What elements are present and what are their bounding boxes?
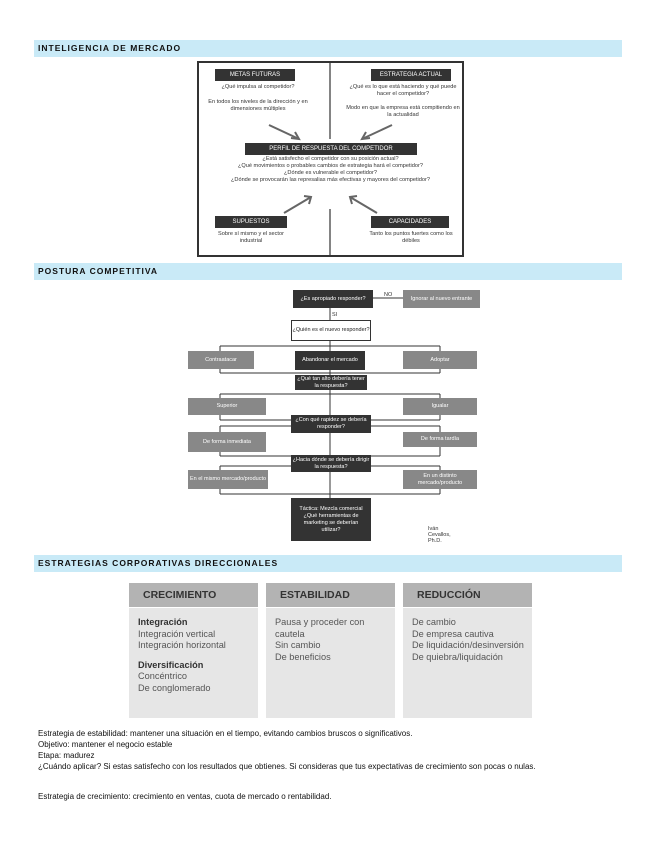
flow-equal: Igualar: [403, 398, 477, 415]
flow-label-si: SI: [332, 312, 338, 318]
capabilities-description: Tanto los puntos fuertes como los débile…: [369, 231, 453, 244]
capabilities-label: CAPACIDADES: [371, 216, 449, 228]
reduction-item: De empresa cautiva: [412, 628, 494, 639]
reduction-column: REDUCCIÓN De cambio De empresa cautiva D…: [403, 583, 532, 718]
profile-question-4: ¿Dónde se provocarán las represalias más…: [231, 177, 430, 183]
stability-body: Pausa y proceder con cautela Sin cambio …: [266, 608, 395, 718]
section-title-competitive-posture: POSTURA COMPETITIVA: [34, 263, 622, 280]
flow-question-who: ¿Quién es el nuevo responder?: [291, 320, 371, 341]
growth-column: CRECIMIENTO Integración Integración vert…: [129, 583, 258, 718]
growth-item: Integración vertical: [138, 628, 216, 639]
flow-counterattack: Contraatacar: [188, 351, 254, 369]
reduction-item: De quiebra/liquidación: [412, 651, 503, 662]
flow-question-respond: ¿Es apropiado responder?: [293, 290, 373, 308]
stability-column: ESTABILIDAD Pausa y proceder con cautela…: [266, 583, 395, 718]
note-objective: Objetivo: mantener el negocio estable: [38, 740, 173, 749]
profile-question-2: ¿Qué movimientos o probables cambios de …: [237, 163, 423, 169]
reduction-body: De cambio De empresa cautiva De liquidac…: [403, 608, 532, 718]
diagram1-lines: [268, 63, 393, 255]
stability-header: ESTABILIDAD: [266, 583, 395, 607]
assumptions-label: SUPUESTOS: [215, 216, 287, 228]
flow-author-credit: Iván Cevallos, Ph.D.: [428, 526, 451, 544]
flow-superior: Superior: [188, 398, 266, 415]
flow-tactic-mix: Táctica: Mezcla comercial ¿Qué herramien…: [291, 498, 371, 541]
profile-question-3: ¿Dónde es vulnerable el competidor?: [284, 170, 377, 176]
stability-item: Pausa y proceder con cautela: [275, 617, 365, 639]
growth-group-diversification: Diversificación: [138, 659, 204, 670]
future-goals-description: En todos los niveles de la dirección y e…: [208, 99, 308, 112]
profile-question-1: ¿Está satisfecho el competidor con su po…: [262, 156, 399, 162]
flow-question-how-high: ¿Qué tan alto debería tener la respuesta…: [295, 375, 367, 390]
competitor-profile-diagram: METAS FUTURAS ¿Qué impulsa al competidor…: [197, 61, 464, 257]
flow-same-market: En el mismo mercado/producto: [188, 470, 268, 489]
growth-body: Integración Integración vertical Integra…: [129, 608, 258, 718]
stability-item: Sin cambio: [275, 640, 321, 650]
note-stability-definition: Estrategia de estabilidad: mantener una …: [38, 729, 413, 738]
response-profile-label: PERFIL DE RESPUESTA DEL COMPETIDOR: [245, 143, 417, 155]
growth-group-integration: Integración: [138, 617, 188, 627]
reduction-item: De cambio: [412, 617, 456, 627]
section-title-directional-strategies: ESTRATEGIAS CORPORATIVAS DIRECCIONALES: [34, 555, 622, 572]
note-stage: Etapa: madurez: [38, 751, 95, 760]
flow-abandon-market: Abandonar el mercado: [295, 351, 365, 370]
flow-ignore-entrant: Ignorar al nuevo entrante: [403, 290, 480, 308]
growth-item: Concéntrico: [138, 671, 188, 681]
current-strategy-description: Modo en que la empresa está compitiendo …: [346, 105, 460, 118]
assumptions-description: Sobre sí mismo y el sector industrial: [218, 231, 284, 244]
note-when-apply: ¿Cuándo aplicar? Si estas satisfecho con…: [38, 762, 536, 771]
future-goals-question: ¿Qué impulsa al competidor?: [221, 84, 295, 90]
flow-late: De forma tardía: [403, 432, 477, 447]
growth-header: CRECIMIENTO: [129, 583, 258, 607]
reduction-header: REDUCCIÓN: [403, 583, 532, 607]
flow-label-no: NO: [384, 292, 393, 298]
current-strategy-question: ¿Qué es lo que está haciendo y qué puede…: [349, 84, 457, 97]
growth-item: Integración horizontal: [138, 640, 226, 650]
flow-question-direction: ¿Hacia dónde se debería dirigir la respu…: [291, 455, 371, 472]
stability-item: De beneficios: [275, 651, 331, 662]
reduction-item: De liquidación/desinversión: [412, 640, 524, 650]
growth-item: De conglomerado: [138, 682, 211, 693]
strategies-table: CRECIMIENTO Integración Integración vert…: [129, 583, 533, 718]
future-goals-label: METAS FUTURAS: [215, 69, 295, 81]
current-strategy-label: ESTRATEGIA ACTUAL: [371, 69, 451, 81]
flow-adopt: Adoptar: [403, 351, 477, 369]
note-growth-definition: Estrategia de crecimiento: crecimiento e…: [38, 792, 332, 801]
flow-question-speed: ¿Con qué rapidez se debería responder?: [291, 415, 371, 433]
section-title-market-intelligence: INTELIGENCIA DE MERCADO: [34, 40, 622, 57]
flow-other-market: En un distinto mercado/producto: [403, 470, 477, 489]
flow-immediate: De forma inmediata: [188, 432, 266, 452]
